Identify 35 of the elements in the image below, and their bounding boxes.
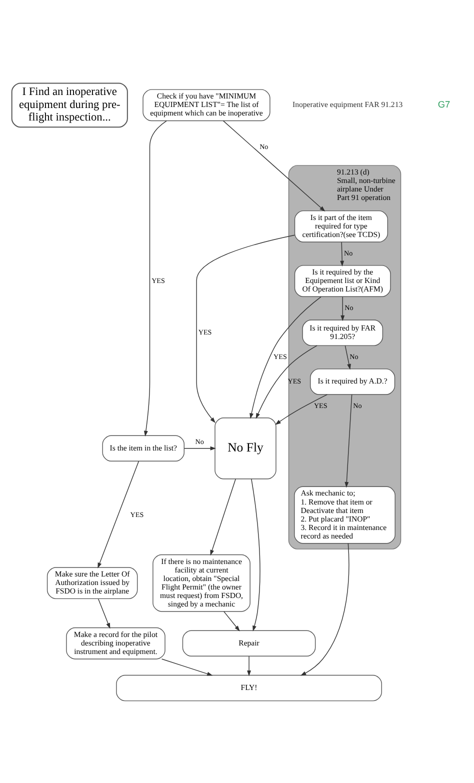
- arrow: [274, 394, 328, 424]
- arrow: [340, 241, 344, 266]
- arrow: [250, 478, 260, 631]
- node-box: Make a record for the pilot describing inoperative instrument and equipment.: [66, 626, 165, 659]
- node-box: No Fly: [214, 417, 276, 479]
- arrow: [98, 598, 110, 628]
- label: Inoperative equipment FAR 91.213: [292, 100, 402, 109]
- arrow: [300, 542, 349, 676]
- node-box: Make sure the Letter Of Authorization issued by FSDO is in the airplane: [46, 566, 138, 599]
- arrow: [143, 120, 166, 436]
- label: G7: [437, 99, 450, 110]
- arrow: [183, 446, 216, 450]
- node-box: I Find an inoperative equipment during pre-flight inspection...: [10, 82, 128, 128]
- node-box: Is it part of the item required for type certification?(see TCDS): [294, 210, 388, 242]
- arrow: [210, 478, 236, 556]
- arrow: [249, 296, 321, 418]
- arrow: [223, 610, 240, 631]
- arrow: [246, 656, 251, 676]
- arrow: [196, 234, 294, 422]
- arrow: [344, 394, 352, 488]
- arrow: [97, 460, 139, 568]
- arrow: [160, 658, 212, 676]
- node-box: Is it required by FAR 91.205?: [302, 319, 383, 346]
- node-box: If there is no maintenance facility at current location, obtain "Special Flight Permit" (the owner must request) from FSDO, singed by a mechanic: [152, 554, 250, 612]
- arrow: [340, 296, 344, 321]
- node-box: Check if you have "MINIMUM EQUIPMENT LIST"= The list of equipment which can be inoperative: [142, 88, 270, 121]
- node-box: FLY!: [116, 674, 382, 701]
- node-box: Is the item in the list?: [102, 434, 184, 461]
- node-box: Ask mechanic to; 1. Remove that item or Deactivate that item 2. Put placard "INOP" 3. Record it in maintenance record as needed: [294, 486, 395, 544]
- node-box: Repair: [182, 630, 316, 656]
- arrow: [344, 344, 350, 370]
- node-box: Is it required by A.D.?: [310, 368, 395, 394]
- arrow: [255, 344, 317, 418]
- arrow: [222, 120, 325, 211]
- node-box: Is it required by the Equipement list or Kind Of Operation List?(AFM): [294, 264, 390, 296]
